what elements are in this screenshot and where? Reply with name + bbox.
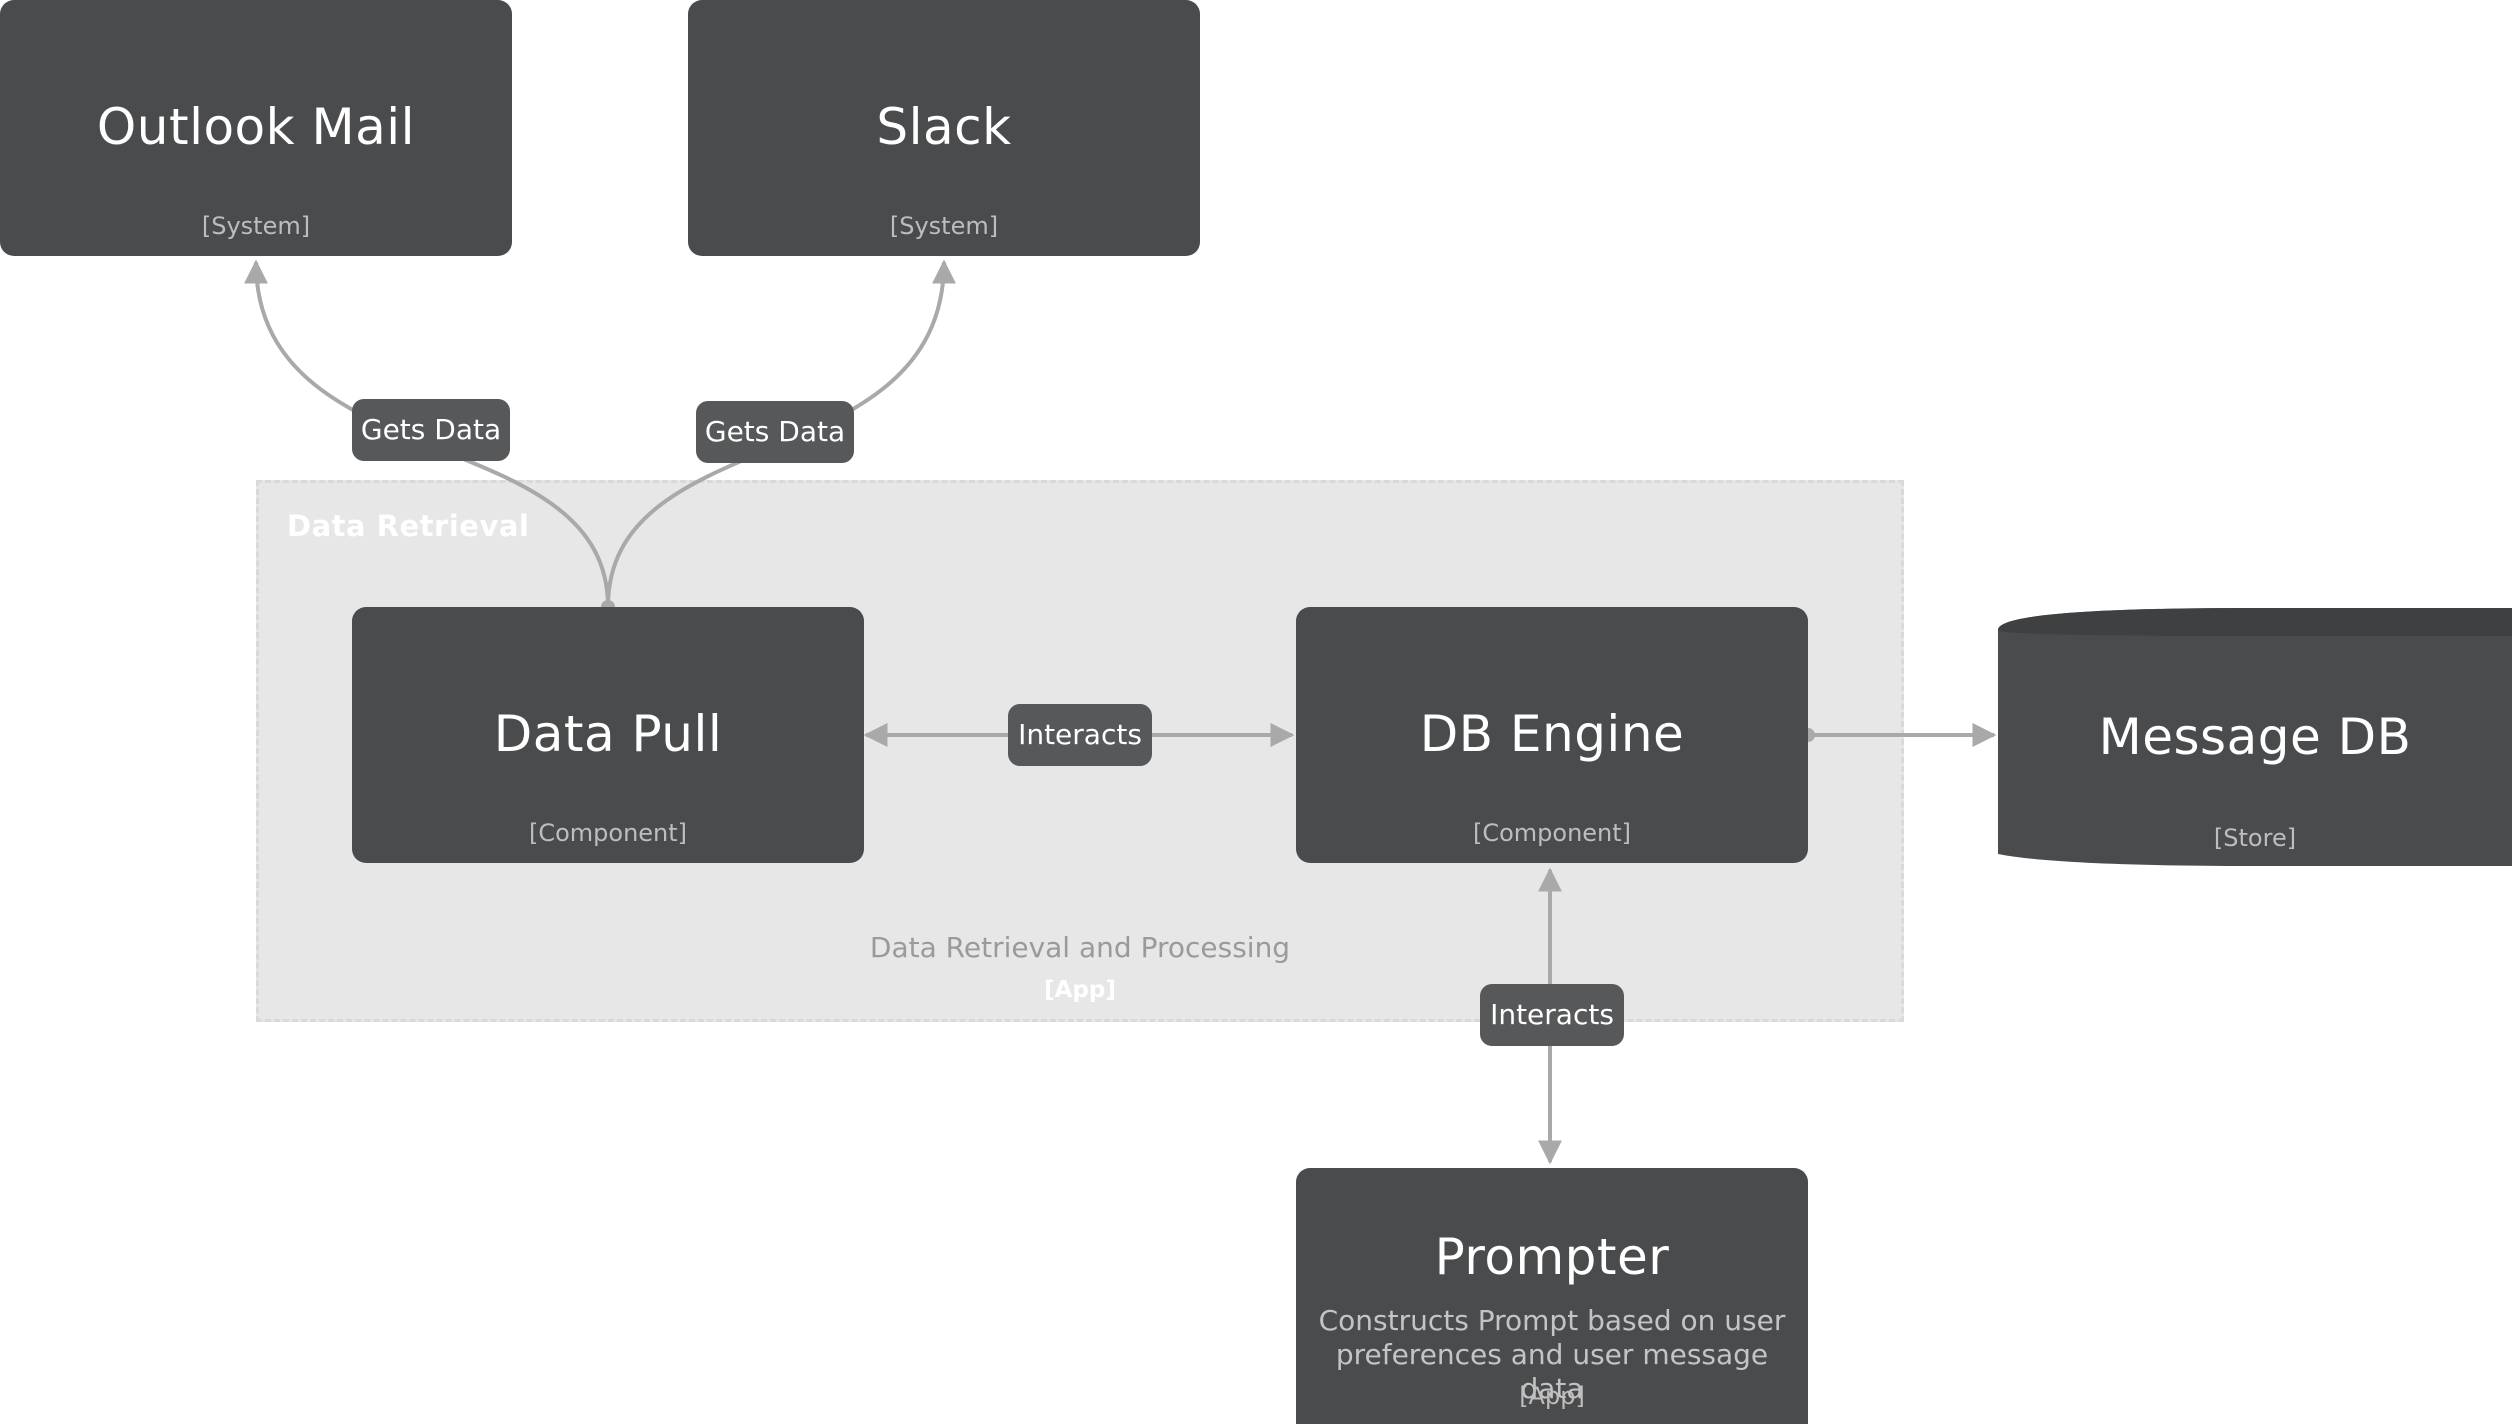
db-engine-title: DB Engine xyxy=(1419,705,1685,763)
boundary-title: Data Retrieval and Processing xyxy=(869,931,1291,964)
db-engine-node[interactable]: DB Engine [Component] xyxy=(1296,607,1808,863)
edge-label-engine-prompter: Interacts xyxy=(1480,984,1624,1046)
data-pull-title: Data Pull xyxy=(493,705,723,763)
message-db-type: [Store] xyxy=(2213,824,2297,852)
cylinder-shape xyxy=(1998,608,2512,866)
edge-label-pull-engine: Interacts xyxy=(1008,704,1152,766)
edge-label-slack: Gets Data xyxy=(696,401,854,463)
prompter-description: Constructs Prompt based on user preferen… xyxy=(1318,1304,1786,1405)
slack-type: [System] xyxy=(889,212,999,240)
boundary-tag: Data Retrieval xyxy=(287,509,530,543)
boundary-type: [App] xyxy=(1044,977,1116,1003)
prompter-node[interactable]: Prompter Constructs Prompt based on user… xyxy=(1296,1168,1808,1424)
edge-label-outlook: Gets Data xyxy=(352,399,510,461)
prompter-type: [App] xyxy=(1519,1382,1585,1410)
outlook-mail-type: [System] xyxy=(201,212,311,240)
message-db-title: Message DB xyxy=(2098,708,2412,766)
data-pull-node[interactable]: Data Pull [Component] xyxy=(352,607,864,863)
slack-node[interactable]: Slack [System] xyxy=(688,0,1200,256)
data-pull-type: [Component] xyxy=(528,819,688,847)
message-db-node[interactable]: Message DB [Store] xyxy=(1998,608,2512,868)
db-engine-type: [Component] xyxy=(1472,819,1632,847)
outlook-mail-node[interactable]: Outlook Mail [System] xyxy=(0,0,512,256)
prompter-title: Prompter xyxy=(1434,1228,1670,1286)
slack-title: Slack xyxy=(876,98,1012,156)
outlook-mail-title: Outlook Mail xyxy=(96,98,416,156)
